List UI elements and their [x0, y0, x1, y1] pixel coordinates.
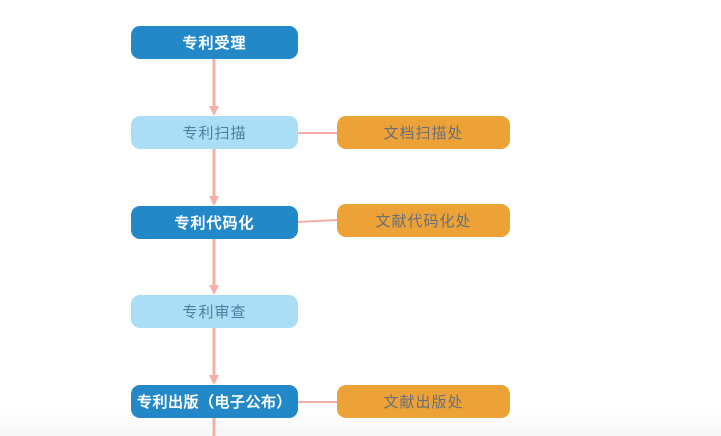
node-document-scanning-office: 文档扫描处: [337, 116, 510, 149]
step-patent-scanning: 专利扫描: [131, 116, 298, 149]
node-literature-coding-office: 文献代码化处: [337, 204, 510, 237]
node-literature-publishing-office: 文献出版处: [337, 385, 510, 418]
link-step3-to-coding-office: [297, 219, 338, 223]
step-patent-coding: 专利代码化: [131, 206, 298, 239]
step-patent-publication: 专利出版（电子公布）: [131, 385, 298, 418]
step-patent-acceptance: 专利受理: [131, 26, 298, 59]
step-patent-examination: 专利审查: [131, 295, 298, 328]
